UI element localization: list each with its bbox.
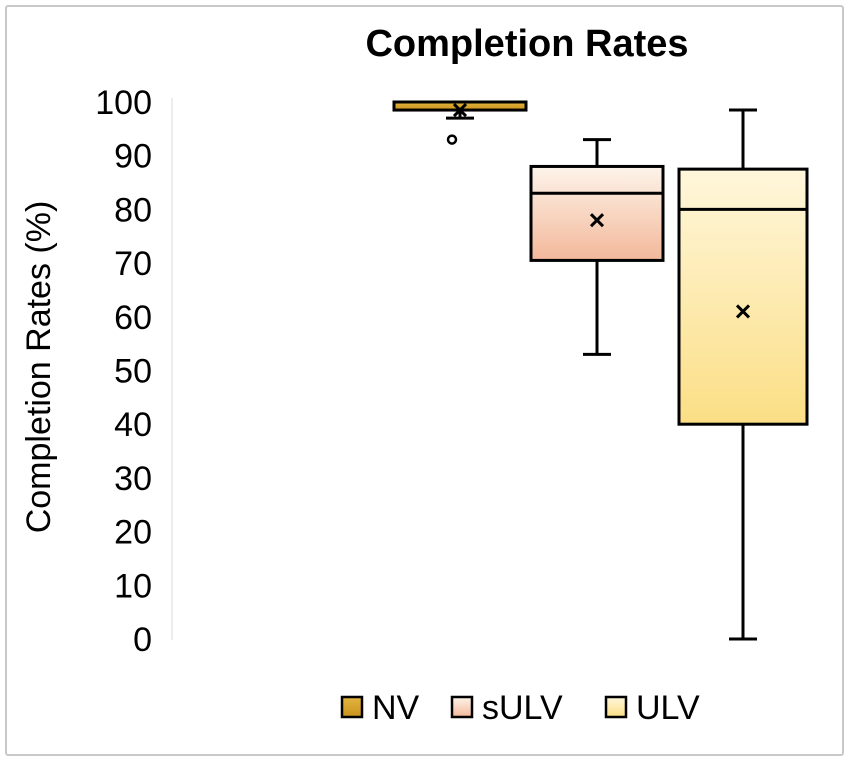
y-tick-label: 10 — [114, 567, 152, 605]
y-tick-labels: 0 10 20 30 40 50 60 70 80 90 100 — [95, 84, 152, 659]
y-tick-label: 20 — [114, 514, 152, 552]
y-tick-label: 70 — [114, 245, 152, 283]
y-tick-label: 90 — [114, 138, 152, 176]
box-iqr — [529, 164, 665, 262]
outlier-point — [446, 134, 458, 145]
legend-swatch — [340, 695, 364, 719]
y-tick-label: 0 — [133, 621, 152, 659]
box-nv — [392, 100, 528, 145]
box-iqr — [677, 167, 809, 426]
legend-label: NV — [372, 689, 420, 727]
mean-marker — [735, 304, 751, 319]
mean-marker — [589, 213, 605, 228]
legend-item-sulv: sULV — [450, 689, 563, 727]
y-tick-label: 60 — [114, 299, 152, 337]
box-ulv — [677, 108, 809, 641]
y-axis-label: Completion Rates (%) — [20, 201, 58, 534]
legend-item-nv: NV — [340, 689, 420, 727]
box-sulv — [529, 138, 665, 356]
legend-swatch — [450, 695, 474, 719]
legend-item-ulv: ULV — [604, 689, 700, 727]
legend-label: ULV — [636, 689, 700, 727]
chart-title: Completion Rates — [365, 23, 688, 65]
y-tick-label: 80 — [114, 191, 152, 229]
y-tick-label: 40 — [114, 406, 152, 444]
box-series-group — [392, 100, 809, 641]
legend: NV sULV ULV — [340, 689, 700, 727]
legend-swatch — [604, 695, 628, 719]
y-tick-label: 100 — [95, 84, 152, 122]
y-tick-label: 30 — [114, 460, 152, 498]
mean-marker — [452, 102, 468, 118]
legend-label: sULV — [482, 689, 563, 727]
y-tick-label: 50 — [114, 353, 152, 391]
